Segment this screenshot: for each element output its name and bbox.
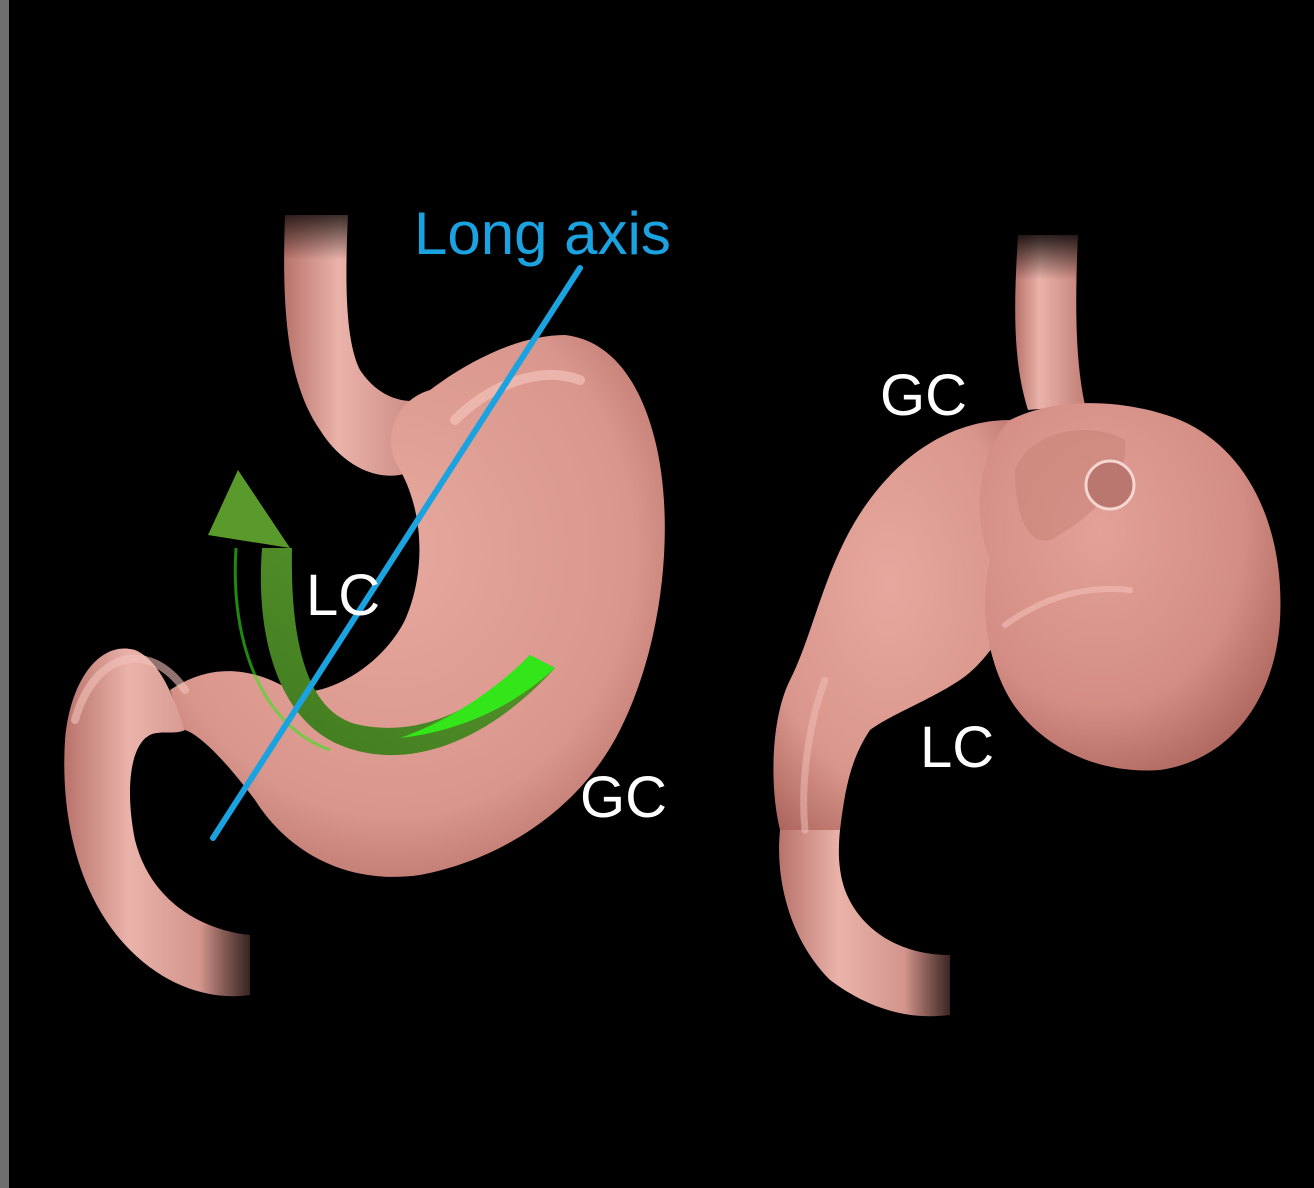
right-lc-label: LC [920, 715, 994, 780]
right-fundus-highlight [1002, 586, 1133, 628]
curved-rotation-arrow-icon [208, 470, 555, 756]
right-stomach [773, 225, 1281, 1025]
left-stomach-body [170, 335, 665, 877]
right-opening-circle [1084, 459, 1136, 511]
right-duodenum-fade [905, 945, 970, 1025]
left-duodenum-highlight [71, 654, 189, 724]
right-body-highlight [800, 676, 829, 834]
right-gc-label: GC [880, 363, 967, 428]
right-twisted-body [773, 420, 1030, 830]
left-gc-label: GC [580, 765, 667, 830]
long-axis-line [210, 265, 583, 841]
left-border [0, 0, 9, 1188]
left-duodenum [64, 648, 250, 997]
left-esophagus-fade [270, 200, 360, 260]
left-duodenum-fade [200, 925, 270, 1005]
left-lc-label: LC [306, 563, 380, 628]
right-esophagus-fade [1005, 225, 1095, 280]
right-overlap-shadow [1015, 430, 1126, 541]
long-axis-label: Long axis [414, 200, 671, 267]
left-stomach [64, 200, 665, 1005]
left-fundus-highlight [450, 369, 585, 425]
